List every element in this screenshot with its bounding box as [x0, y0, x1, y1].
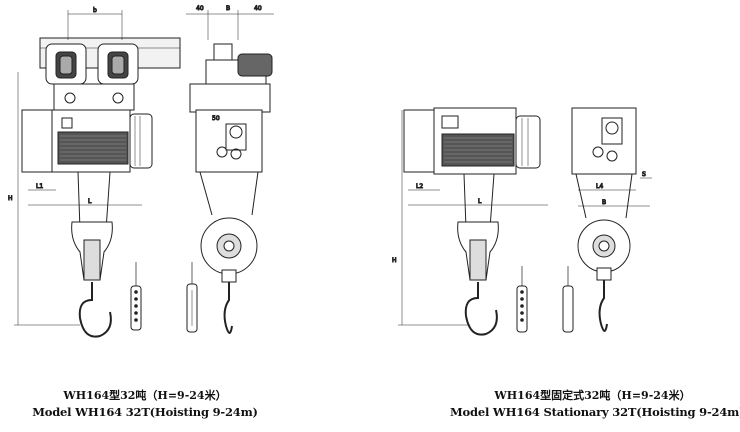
stationary-gearbox: [403, 109, 435, 173]
motor: [129, 113, 153, 169]
dim-side-right: S: [642, 171, 646, 178]
side-gearbox: [195, 109, 263, 173]
dim-l4-right: L4: [596, 183, 603, 190]
dim-h-left: H: [8, 195, 13, 202]
caption-left-cn: WH164型32吨（H=9-24米）: [63, 389, 227, 402]
travel-motor: [237, 53, 273, 77]
caption-left: WH164型32吨（H=9-24米） Model WH164 32T(Hoist…: [20, 388, 270, 420]
pendant-control: [130, 285, 142, 331]
gearbox: [21, 109, 53, 173]
dim-l-right: L: [478, 198, 482, 205]
dim-l-left: L: [88, 198, 92, 205]
dim-B-top: B: [226, 5, 230, 12]
trolley-wheel-left: [45, 43, 87, 85]
stationary-pendant: [516, 285, 528, 333]
dim-40-a: 40: [196, 5, 204, 12]
caption-left-en: Model WH164 32T(Hoisting 9-24m): [32, 405, 258, 419]
caption-right-en: Model WH164 Stationary 32T(Hoisting 9-24…: [450, 405, 740, 419]
dim-bottom-right: B: [602, 199, 606, 206]
left-side-view: [186, 10, 274, 334]
dim-50: 50: [212, 115, 220, 122]
caption-right-cn: WH164型固定式32吨（H=9-24米）: [494, 389, 691, 402]
right-front-view: [398, 107, 548, 336]
right-side-view: [562, 107, 652, 333]
hook: [78, 282, 112, 338]
dim-b-left: b: [93, 7, 97, 14]
caption-right: WH164型固定式32吨（H=9-24米） Model WH164 Statio…: [450, 388, 740, 420]
trolley-wheel-right: [97, 43, 139, 85]
dim-l1-left: L1: [36, 183, 43, 190]
dim-h-right: H: [392, 257, 397, 264]
left-front-view: [14, 10, 181, 338]
dim-l2-right: L2: [416, 183, 423, 190]
trolley-frame: [53, 83, 135, 111]
stationary-side-pendant: [562, 285, 574, 333]
dim-40-b: 40: [254, 5, 262, 12]
